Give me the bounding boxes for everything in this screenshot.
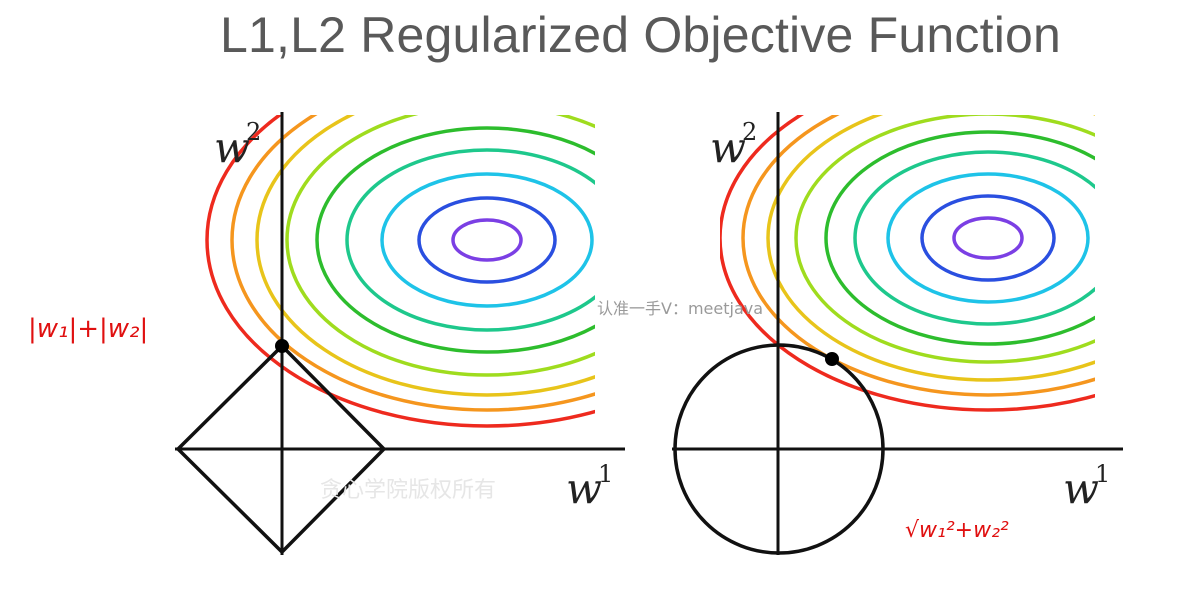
l2-norm-annotation: √w₁²+w₂² <box>905 518 1009 543</box>
right-y-axis-label: w <box>710 123 746 172</box>
left-contour-5 <box>315 126 595 354</box>
left-contour-1 <box>451 218 523 262</box>
right-contour-1 <box>952 216 1024 260</box>
left-contours <box>205 115 595 428</box>
left-y-axis-sup: 2 <box>246 118 261 146</box>
l2-circle <box>673 343 885 555</box>
right-contours <box>720 115 1095 412</box>
bottom-watermark: 贪心学院版权所有 <box>320 478 496 503</box>
left-contour-4 <box>345 148 595 332</box>
right-contour-8 <box>741 115 1095 397</box>
right-contour-5 <box>824 130 1095 346</box>
l1-diamond <box>175 343 387 555</box>
left-panel: w 2 w 1 |w₁|+|w₂| <box>28 112 625 555</box>
l1-norm-annotation: |w₁|+|w₂| <box>28 314 148 344</box>
left-contour-2 <box>417 196 557 284</box>
right-contour-2 <box>920 194 1056 282</box>
left-contour-8 <box>230 115 595 412</box>
page-title: L1,L2 Regularized Objective Function <box>220 7 1062 63</box>
left-y-axis-label: w <box>214 123 250 172</box>
left-x-axis-sup: 1 <box>598 460 613 488</box>
right-x-axis-label: w <box>1063 464 1099 513</box>
left-contour-7 <box>255 115 595 397</box>
left-contour-3 <box>380 172 594 308</box>
l2-solution-point <box>825 352 839 366</box>
right-panel: w 2 w 1 √w₁²+w₂² <box>672 112 1123 555</box>
right-contour-4 <box>853 150 1095 326</box>
center-watermark: 认准一手V：meetjava <box>597 299 763 318</box>
right-contour-3 <box>886 172 1090 304</box>
l1-solution-point <box>275 339 289 353</box>
left-contour-9 <box>205 115 595 428</box>
left-x-axis-label: w <box>566 464 602 513</box>
right-contour-6 <box>794 115 1095 364</box>
right-contour-7 <box>766 115 1095 382</box>
right-x-axis-sup: 1 <box>1095 460 1110 488</box>
right-contour-9 <box>720 115 1095 412</box>
left-contour-6 <box>285 115 595 377</box>
right-y-axis-sup: 2 <box>742 118 757 146</box>
